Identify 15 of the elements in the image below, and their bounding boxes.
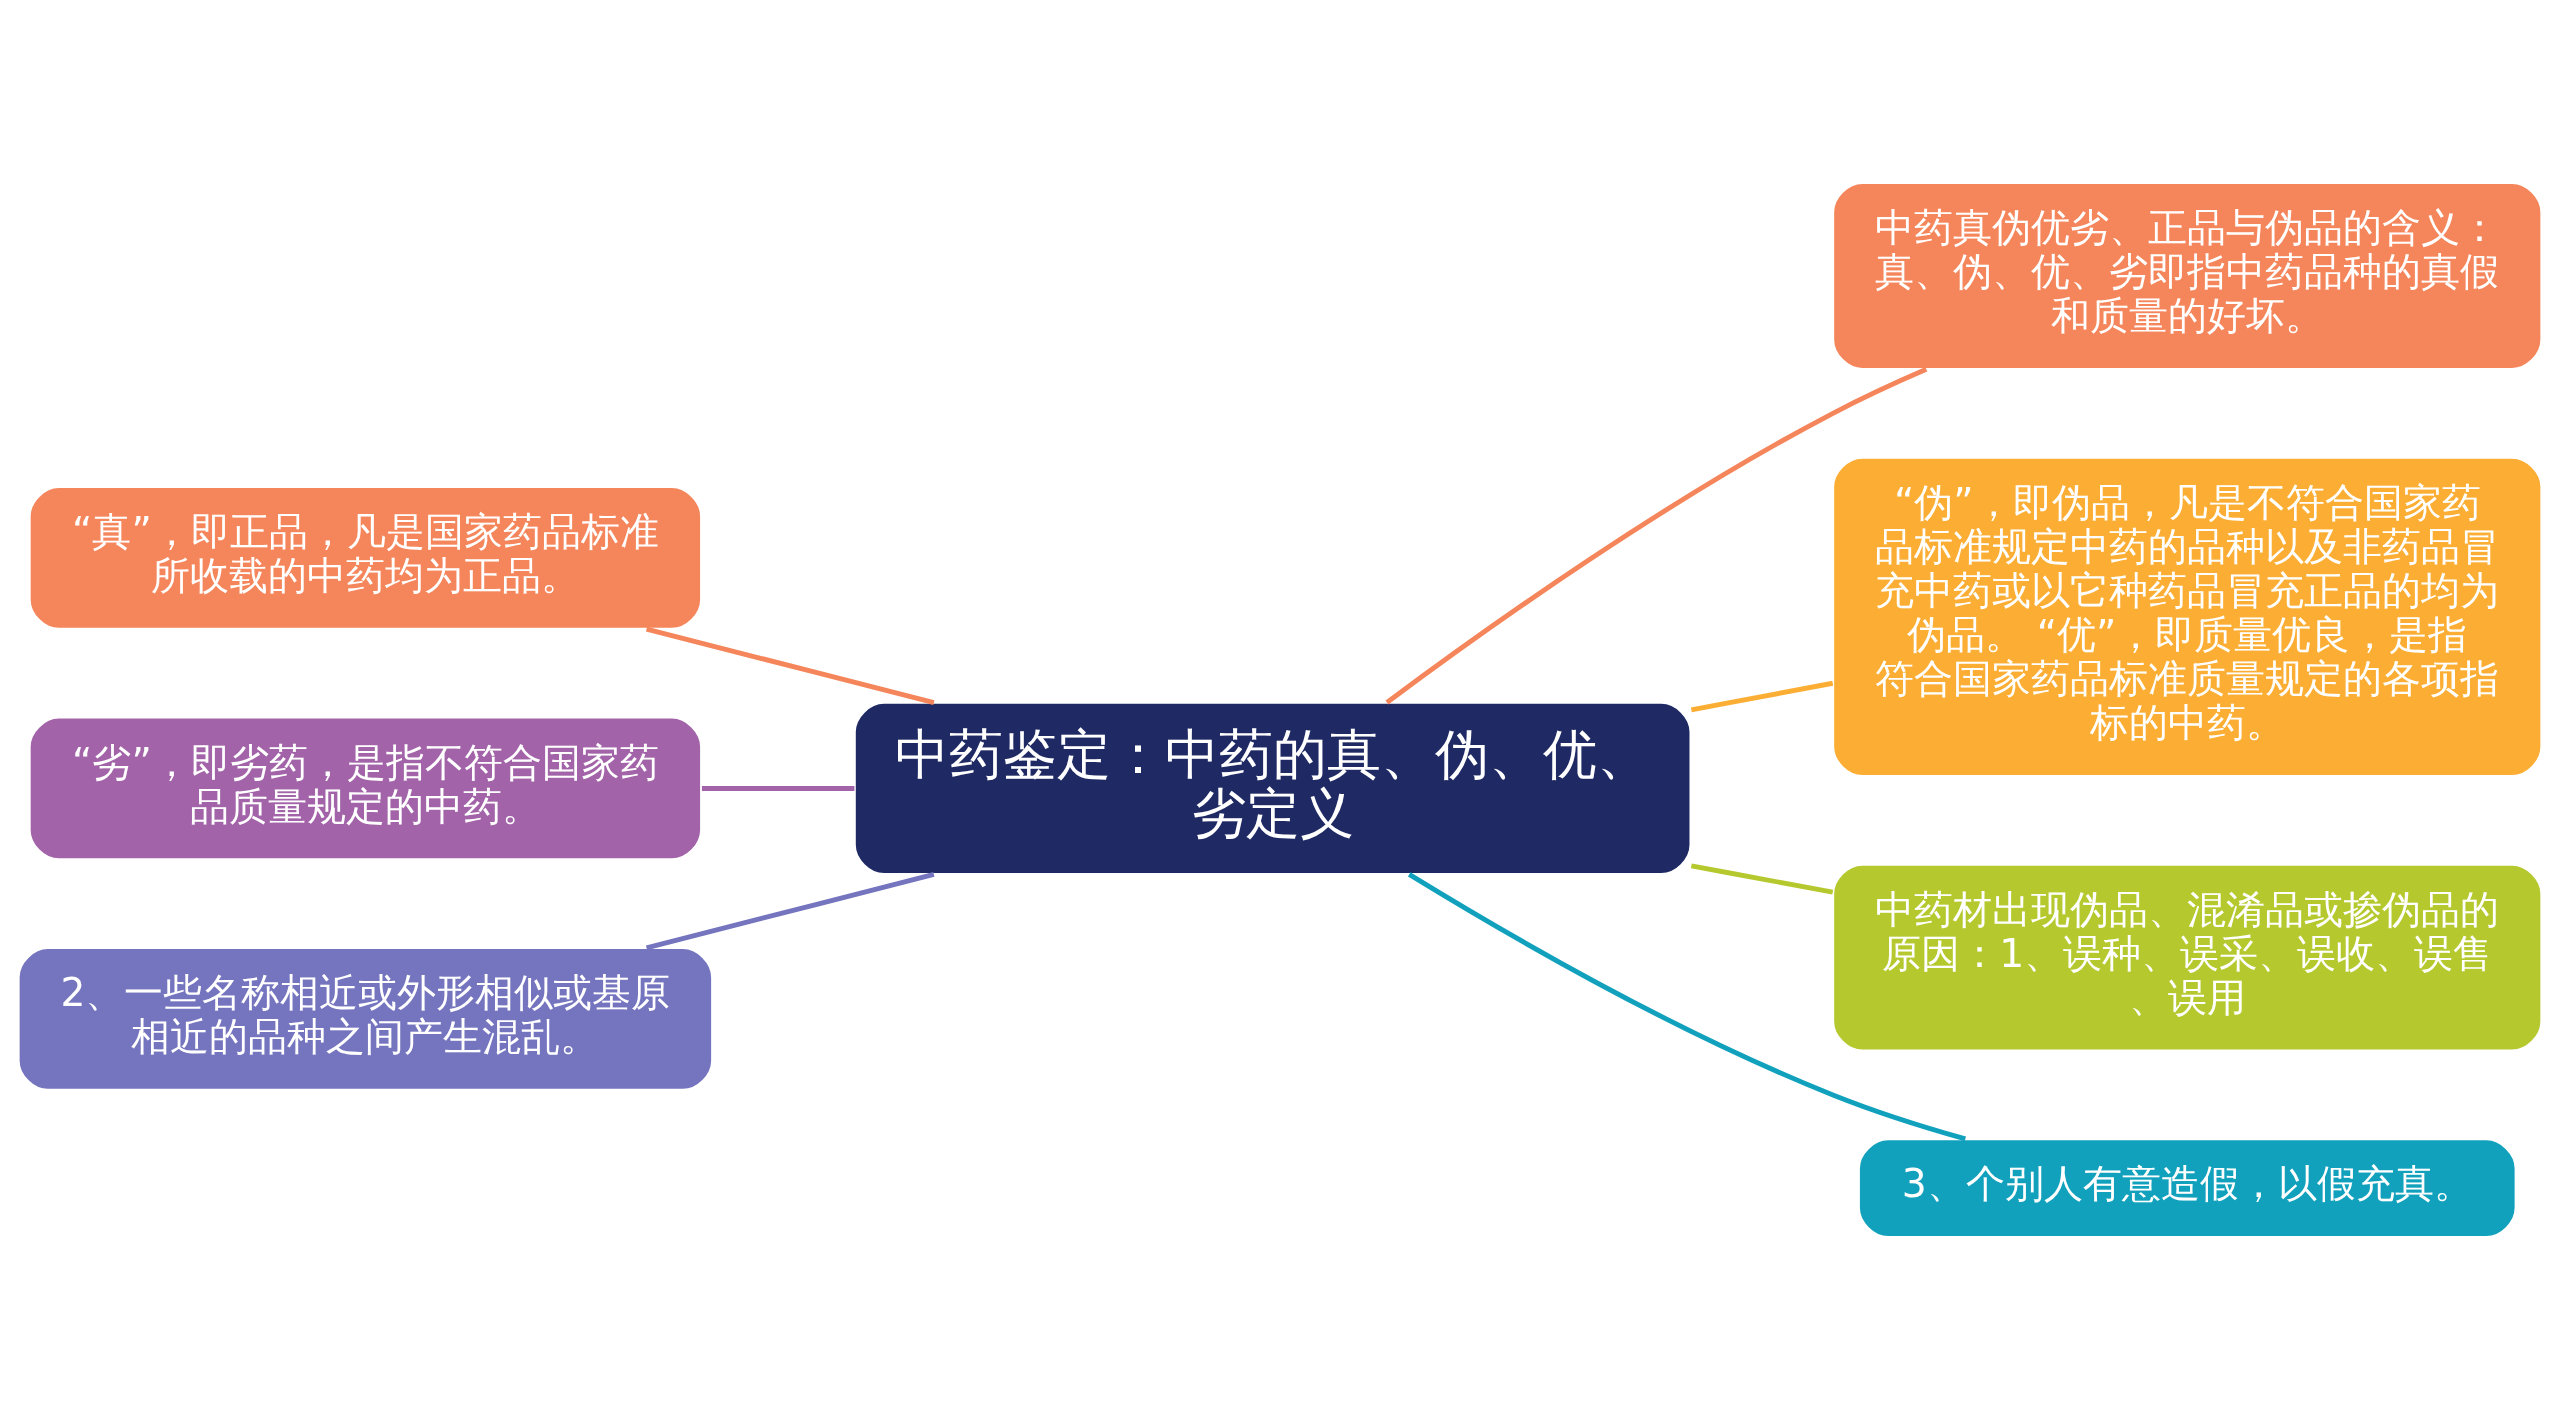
node-box: 中药真伪优劣、正品与伪品的含义：真、伪、优、劣即指中药品种的真假和质量的好坏。 xyxy=(1831,181,2543,370)
connector xyxy=(1407,871,1966,1141)
connector xyxy=(701,785,855,791)
node-box: 中药材出现伪品、混淆品或掺伪品的原因：1、误种、误采、误收、误售、误用 xyxy=(1831,862,2543,1052)
node-box: “劣”，即劣药，是指不符合国家药品质量规定的中药。 xyxy=(28,715,703,861)
node-box: “伪”，即伪品，凡是不符合国家药品标准规定中药的品种以及非药品冒充中药或以它种药品冒充正品的均为伪品。 “优”，即质量优良，是指符合国家药品标准质量规定的各项指标的中药。 xyxy=(1831,455,2543,777)
node-box: 3、个别人有意造假，以假充真。 xyxy=(1857,1137,2518,1238)
connector xyxy=(1690,680,1834,712)
node-box: 中药鉴定：中药的真、伪、优、劣定义 xyxy=(853,700,1692,875)
connector xyxy=(1690,862,1834,895)
node-box: 2、一些名称相近或外形相似或基原相近的品种之间产生混乱。 xyxy=(17,946,714,1091)
connector xyxy=(645,626,935,705)
node-box: “真”，即正品，凡是国家药品标准所收载的中药均为正品。 xyxy=(28,485,703,630)
connector xyxy=(645,871,935,950)
connector xyxy=(1385,366,1928,704)
